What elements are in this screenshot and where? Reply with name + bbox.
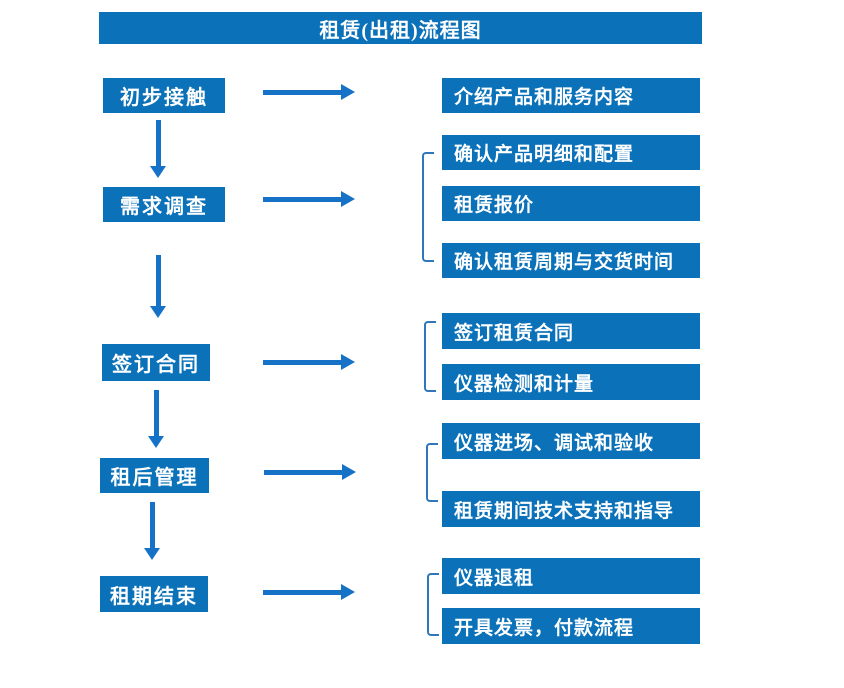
step-box-initial-contact: 初步接触 <box>103 78 225 113</box>
right-arrow-5 <box>263 584 355 601</box>
down-arrow-3 <box>148 390 165 448</box>
right-arrow-1 <box>263 84 355 101</box>
step-box-demand-survey: 需求调查 <box>103 187 225 222</box>
output-box-confirm-product-details: 确认产品明细和配置 <box>442 135 700 170</box>
output-box-instrument-testing-metering: 仪器检测和计量 <box>442 364 700 400</box>
step-box-sign-contract: 签订合同 <box>102 344 210 381</box>
down-arrow-4 <box>144 502 161 560</box>
bracket-rental-end-group <box>427 573 439 636</box>
output-box-rental-quote: 租赁报价 <box>442 186 700 221</box>
output-box-instrument-return: 仪器退租 <box>442 558 700 594</box>
output-box-intro-products-services: 介绍产品和服务内容 <box>442 78 700 113</box>
down-arrow-1 <box>150 120 167 178</box>
bracket-sign-contract-group <box>424 321 436 392</box>
output-box-rental-technical-support: 租赁期间技术支持和指导 <box>442 491 700 527</box>
output-box-sign-rental-contract: 签订租赁合同 <box>442 313 700 349</box>
step-box-rental-end: 租期结束 <box>100 576 208 612</box>
output-box-instrument-arrival-acceptance: 仪器进场、调试和验收 <box>442 423 700 459</box>
bracket-demand-survey-group <box>422 152 434 262</box>
right-arrow-2 <box>263 191 355 208</box>
down-arrow-2 <box>150 255 167 318</box>
output-box-invoice-payment-process: 开具发票，付款流程 <box>442 608 700 644</box>
step-box-post-rental-management: 租后管理 <box>100 458 209 493</box>
output-box-confirm-rental-period-delivery: 确认租赁周期与交货时间 <box>442 243 700 278</box>
flowchart-title: 租赁(出租)流程图 <box>99 12 702 44</box>
right-arrow-3 <box>263 354 355 371</box>
bracket-post-rental-group <box>426 443 438 502</box>
right-arrow-4 <box>264 464 356 481</box>
